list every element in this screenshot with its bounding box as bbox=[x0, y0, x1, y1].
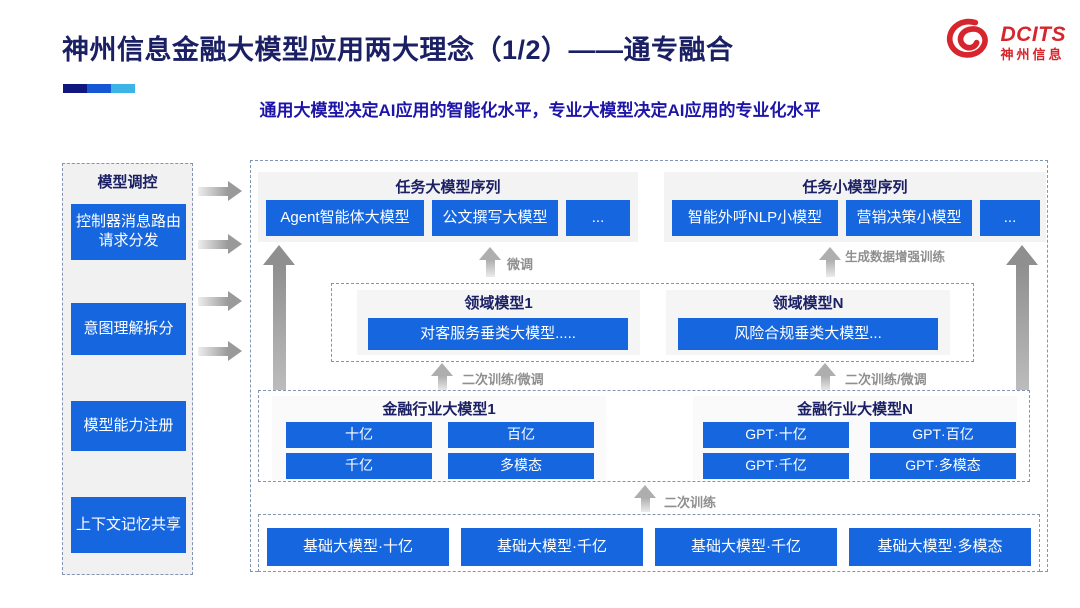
domain-model-n-group: 领域模型N 风险合规垂类大模型... bbox=[666, 290, 950, 355]
agent-large-model-box: Agent智能体大模型 bbox=[266, 200, 424, 236]
task-large-ellipsis-box: ... bbox=[566, 200, 630, 236]
domain-model-1-group: 领域模型1 对客服务垂类大模型..... bbox=[357, 290, 640, 355]
doc-writing-model-box: 公文撰写大模型 bbox=[432, 200, 558, 236]
domain-model-n-title: 领域模型N bbox=[772, 295, 844, 312]
sidebar-item-message-routing: 控制器消息路由请求分发 bbox=[71, 204, 186, 260]
model-control-title: 模型调控 bbox=[97, 174, 158, 191]
base-models-container: 基础大模型·十亿 基础大模型·千亿 基础大模型·千亿 基础大模型·多模态 bbox=[258, 514, 1040, 572]
retrain-finetune-left-label: 二次训练/微调 bbox=[462, 372, 544, 387]
sidebar-item-capability-register: 模型能力注册 bbox=[71, 401, 186, 451]
sidebar-item-intent-split: 意图理解拆分 bbox=[71, 303, 186, 355]
model-control-panel: 模型调控 控制器消息路由请求分发 意图理解拆分 模型能力注册 上下文记忆共享 bbox=[62, 163, 193, 575]
industry-model-1-group: 金融行业大模型1 十亿 百亿 千亿 多模态 bbox=[272, 396, 606, 480]
finetune-label: 微调 bbox=[507, 257, 534, 272]
marketing-decision-model-box: 营销决策小模型 bbox=[846, 200, 972, 236]
logo-brand-cn: 神州信息 bbox=[1000, 46, 1065, 62]
domain-models-container: 领域模型1 对客服务垂类大模型..... 领域模型N 风险合规垂类大模型... bbox=[331, 283, 974, 362]
right-arrow-icon bbox=[198, 234, 242, 254]
up-arrow-icon bbox=[634, 485, 656, 512]
task-large-title: 任务大模型序列 bbox=[395, 179, 501, 196]
base-model-box: 基础大模型·多模态 bbox=[849, 528, 1031, 566]
task-small-model-group: 任务小模型序列 智能外呼NLP小模型 营销决策小模型 ... bbox=[664, 172, 1046, 242]
gen-data-training-label: 生成数据增强训练 bbox=[844, 250, 945, 264]
industry-model-n-title: 金融行业大模型N bbox=[797, 401, 913, 418]
slide-subtitle: 通用大模型决定AI应用的智能化水平，专业大模型决定AI应用的专业化水平 bbox=[259, 101, 821, 120]
model-scale-box: GPT·十亿 bbox=[703, 422, 849, 448]
task-small-title: 任务小模型序列 bbox=[802, 179, 908, 196]
model-scale-box: 千亿 bbox=[286, 453, 432, 479]
up-arrow-icon bbox=[819, 247, 841, 277]
base-model-box: 基础大模型·千亿 bbox=[461, 528, 643, 566]
up-arrow-icon bbox=[814, 363, 836, 391]
logo-brand-text: DCITS bbox=[1000, 22, 1066, 46]
model-scale-box: 百亿 bbox=[448, 422, 594, 448]
page-title: 神州信息金融大模型应用两大理念（1/2）——通专融合 bbox=[62, 35, 734, 65]
accent-segment-blue bbox=[87, 84, 111, 93]
task-large-model-group: 任务大模型序列 Agent智能体大模型 公文撰写大模型 ... bbox=[258, 172, 638, 242]
customer-service-model-box: 对客服务垂类大模型..... bbox=[368, 318, 628, 350]
retrain-label: 二次训练 bbox=[664, 495, 717, 510]
nlp-outbound-model-box: 智能外呼NLP小模型 bbox=[672, 200, 838, 236]
title-accent-bar bbox=[63, 84, 135, 93]
up-arrow-icon bbox=[431, 363, 453, 391]
model-scale-box: GPT·千亿 bbox=[703, 453, 849, 479]
right-arrow-icon bbox=[198, 341, 242, 361]
industry-model-1-title: 金融行业大模型1 bbox=[382, 401, 496, 418]
base-model-box: 基础大模型·十亿 bbox=[267, 528, 449, 566]
base-model-box: 基础大模型·千亿 bbox=[655, 528, 837, 566]
accent-segment-cyan bbox=[111, 84, 135, 93]
dcits-logo: DCITS 神州信息 bbox=[943, 14, 1067, 71]
up-arrow-icon bbox=[479, 247, 501, 277]
model-scale-box: GPT·百亿 bbox=[870, 422, 1016, 448]
risk-compliance-model-box: 风险合规垂类大模型... bbox=[678, 318, 938, 350]
model-scale-box: 多模态 bbox=[448, 453, 594, 479]
sidebar-item-context-memory: 上下文记忆共享 bbox=[71, 497, 186, 553]
industry-model-n-group: 金融行业大模型N GPT·十亿 GPT·百亿 GPT·千亿 GPT·多模态 bbox=[693, 396, 1017, 480]
dcits-swirl-icon bbox=[943, 14, 995, 71]
model-scale-box: GPT·多模态 bbox=[870, 453, 1016, 479]
accent-segment-dark bbox=[63, 84, 87, 93]
model-scale-box: 十亿 bbox=[286, 422, 432, 448]
industry-models-container: 金融行业大模型1 十亿 百亿 千亿 多模态 金融行业大模型N GPT·十亿 GP… bbox=[258, 390, 1030, 482]
right-arrow-icon bbox=[198, 181, 242, 201]
retrain-finetune-right-label: 二次训练/微调 bbox=[845, 372, 927, 387]
domain-model-1-title: 领域模型1 bbox=[464, 295, 533, 312]
task-small-ellipsis-box: ... bbox=[980, 200, 1040, 236]
right-arrow-icon bbox=[198, 291, 242, 311]
